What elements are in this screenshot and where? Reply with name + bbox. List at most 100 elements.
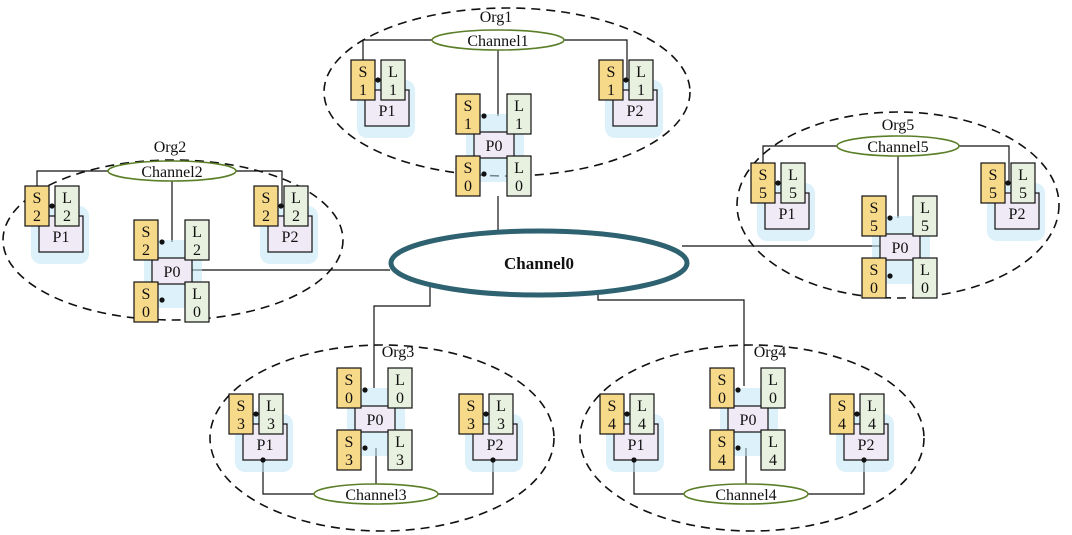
org1-channel[interactable]: Channel1 — [431, 29, 565, 51]
org4-channel-ellipse[interactable] — [683, 483, 809, 505]
org2-p0-l-top[interactable]: L2 — [184, 219, 210, 261]
org1-channel-ellipse[interactable] — [431, 29, 565, 51]
org3-p2-s[interactable]: S3 — [458, 393, 484, 435]
org5-p1-s-box[interactable] — [750, 162, 776, 204]
org1-p0-s-top-box[interactable] — [455, 93, 481, 135]
org1-p0-s-bottom-box[interactable] — [455, 155, 481, 197]
org5-p1-l-box[interactable] — [780, 162, 806, 204]
org1-p0-l-bottom-box[interactable] — [506, 155, 532, 197]
org1-p0-pbox[interactable] — [473, 131, 515, 159]
org1-p0-l-bottom[interactable]: L0 — [506, 155, 532, 197]
org2-p1-s[interactable]: S2 — [24, 185, 50, 227]
org5-p0-l-bottom-box[interactable] — [912, 257, 938, 299]
org1-p2-s[interactable]: S1 — [598, 59, 624, 101]
channel0[interactable]: Channel0 — [388, 228, 690, 298]
org3-channel[interactable]: Channel3 — [313, 483, 439, 505]
org4-p0-s-top-box[interactable] — [709, 367, 735, 409]
org3-channel-ellipse[interactable] — [313, 483, 439, 505]
org5-p0-s-top[interactable]: S5 — [861, 195, 887, 237]
org2-p0-pbox[interactable] — [151, 257, 193, 285]
org1-p0-l-top[interactable]: L1 — [506, 93, 532, 135]
org3-p0-s-bottom[interactable]: S3 — [336, 429, 362, 471]
org3-p0-l-bottom[interactable]: L3 — [387, 429, 413, 471]
org4-p0-l-top-box[interactable] — [760, 367, 786, 409]
org5-channel[interactable]: Channel5 — [836, 135, 960, 157]
org3-p2-s-box[interactable] — [458, 393, 484, 435]
org3-p2-l-box[interactable] — [488, 393, 514, 435]
org5-p1-l[interactable]: L5 — [780, 162, 806, 204]
org5-p0-l-top[interactable]: L5 — [912, 195, 938, 237]
org2-p0-s-bottom-box[interactable] — [133, 281, 159, 323]
org5-p2-s[interactable]: S5 — [980, 162, 1006, 204]
org4-p1-l[interactable]: L4 — [629, 393, 655, 435]
org4-p0-l-top[interactable]: L0 — [760, 367, 786, 409]
org2-p0-l-bottom[interactable]: L0 — [184, 281, 210, 323]
org2-p0-s-bottom[interactable]: S0 — [133, 281, 159, 323]
org1-p0-s-top[interactable]: S1 — [455, 93, 481, 135]
org4-p0-l-bottom-box[interactable] — [760, 429, 786, 471]
org2-p0-s-top-box[interactable] — [133, 219, 159, 261]
org1-p0-l-top-box[interactable] — [506, 93, 532, 135]
org5-p0-s-top-box[interactable] — [861, 195, 887, 237]
org2-channel[interactable]: Channel2 — [107, 160, 237, 182]
org5-p2-l[interactable]: L5 — [1010, 162, 1036, 204]
org3-p0-l-bottom-box[interactable] — [387, 429, 413, 471]
org5-p0-s-bottom[interactable]: S0 — [861, 257, 887, 299]
org5-channel-ellipse[interactable] — [836, 135, 960, 157]
org2-p0-l-top-box[interactable] — [184, 219, 210, 261]
org4-p2-l-box[interactable] — [859, 393, 885, 435]
org4-p2-l[interactable]: L4 — [859, 393, 885, 435]
org5-p0-s-bottom-box[interactable] — [861, 257, 887, 299]
channel0-ellipse[interactable] — [388, 228, 690, 298]
org4-channel[interactable]: Channel4 — [683, 483, 809, 505]
org1-p1-s[interactable]: S1 — [350, 59, 376, 101]
org3-p0-s-top-box[interactable] — [336, 367, 362, 409]
org5-p1-s[interactable]: S5 — [750, 162, 776, 204]
org5-p2-s-box[interactable] — [980, 162, 1006, 204]
org1-p1-l[interactable]: L1 — [380, 59, 406, 101]
org4-p0-l-bottom[interactable]: L4 — [760, 429, 786, 471]
org3-p0-l-top[interactable]: L0 — [387, 367, 413, 409]
org3-p1-s[interactable]: S3 — [228, 393, 254, 435]
org4-p0-pbox[interactable] — [727, 405, 769, 433]
org2-p0-l-bottom-box[interactable] — [184, 281, 210, 323]
org5-p0-l-top-box[interactable] — [912, 195, 938, 237]
org4-p2-s[interactable]: S4 — [829, 393, 855, 435]
org3-p2-l[interactable]: L3 — [488, 393, 514, 435]
org1-p0-s-bottom[interactable]: S0 — [455, 155, 481, 197]
org2-p0-s-top[interactable]: S2 — [133, 219, 159, 261]
org4-p0-s-top[interactable]: S0 — [709, 367, 735, 409]
org3-p0-l-top-box[interactable] — [387, 367, 413, 409]
org3-p0-s-top[interactable]: S0 — [336, 367, 362, 409]
org5-p0-pbox[interactable] — [879, 233, 921, 261]
org3-p1-l[interactable]: L3 — [258, 393, 284, 435]
org5-p2-l-box[interactable] — [1010, 162, 1036, 204]
org3-p1-l-box[interactable] — [258, 393, 284, 435]
org4-p2-s-box[interactable] — [829, 393, 855, 435]
org2-p2-s-box[interactable] — [253, 185, 279, 227]
org4-p1-s[interactable]: S4 — [599, 393, 625, 435]
org3-p0-s-bottom-box[interactable] — [336, 429, 362, 471]
org5-p0-l-bottom[interactable]: L0 — [912, 257, 938, 299]
org2-p2-l[interactable]: L2 — [283, 185, 309, 227]
org2-p1-l[interactable]: L2 — [54, 185, 80, 227]
org2-p2-s[interactable]: S2 — [253, 185, 279, 227]
org3-p0-pbox[interactable] — [354, 405, 396, 433]
org4-p0-s-bottom-box[interactable] — [709, 429, 735, 471]
org1-p2-l[interactable]: L1 — [628, 59, 654, 101]
org4-p0-s-bottom[interactable]: S4 — [709, 429, 735, 471]
